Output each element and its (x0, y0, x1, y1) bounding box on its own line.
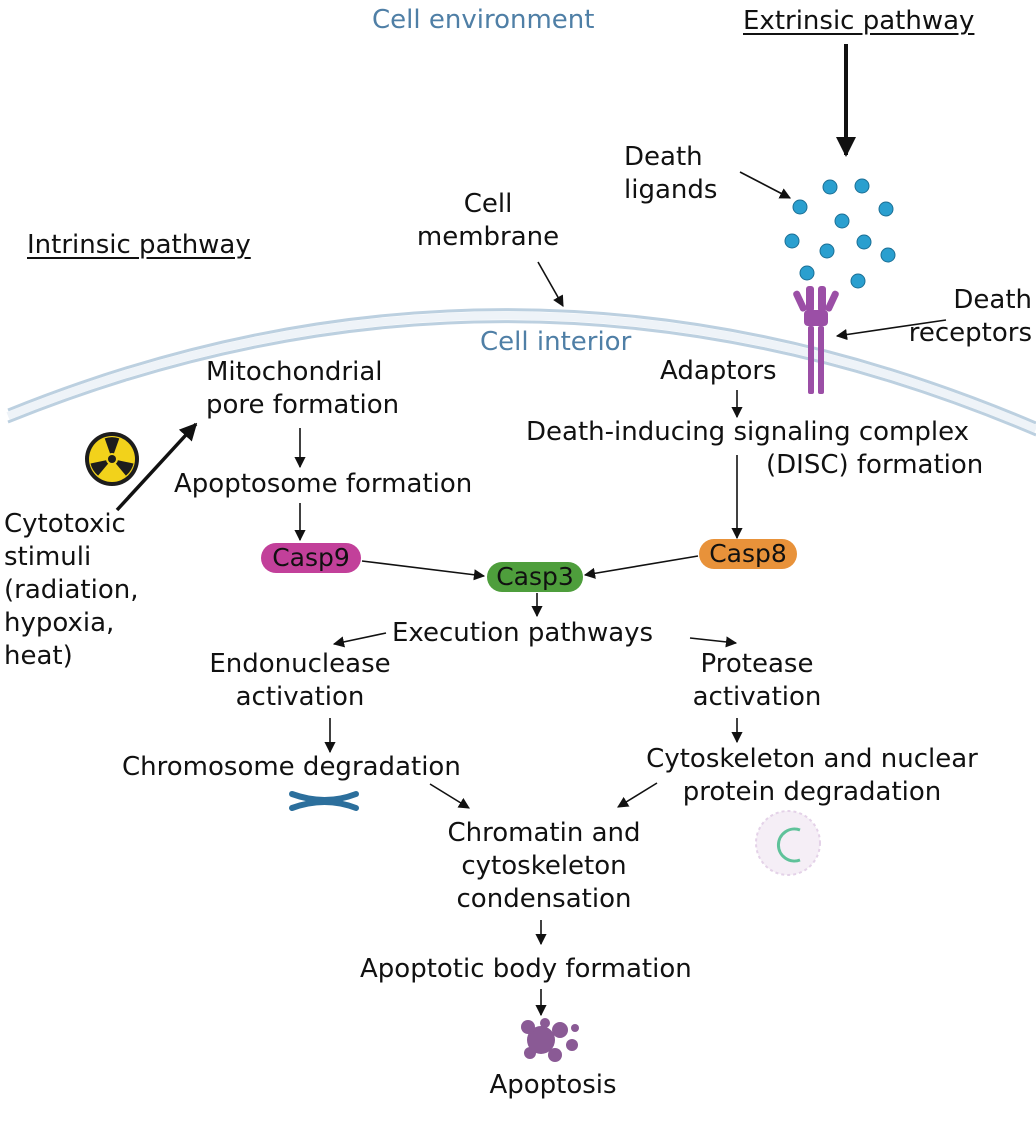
endonuclease-activation-label: Endonuclease activation (209, 649, 391, 712)
cell-membrane-label: Cell membrane (416, 189, 560, 252)
arrow-membrane (537, 261, 564, 307)
death-ligands-label: Death ligands (624, 142, 718, 205)
death-ligand-dots (784, 178, 896, 289)
connector-arrows (294, 171, 947, 1017)
arrow-casp9-casp3 (361, 560, 486, 581)
arrow-cytoskeleton-condensation (617, 782, 658, 808)
chromatin-condensation-label: Chromatin and cytoskeleton condensation (447, 818, 641, 914)
arrow-casp8-casp3 (583, 555, 699, 579)
death-receptor-icon (793, 286, 839, 394)
extrinsic-pathway-title: Extrinsic pathway (743, 6, 975, 36)
intrinsic-pathway-title: Intrinsic pathway (27, 230, 251, 260)
death-receptors-label: Death receptors (908, 285, 1032, 348)
arrow-chromosome-condensation (429, 783, 470, 809)
apoptotic-body-icon (521, 1018, 579, 1062)
apoptosome-label: Apoptosome formation (174, 469, 473, 499)
adaptors-label: Adaptors (660, 356, 777, 386)
chromosome-degradation-label: Chromosome degradation (122, 752, 461, 782)
casp3-node: Casp3 (487, 562, 583, 592)
disc-formation-label: Death-inducing signaling complex (DISC) … (526, 417, 984, 480)
apoptosis-label: Apoptosis (489, 1070, 617, 1100)
protease-activation-label: Protease activation (692, 649, 822, 712)
mitochondrial-pore-label: Mitochondrial pore formation (206, 357, 400, 420)
arrow-execution-protease (689, 636, 738, 648)
cytoskeleton-degradation-label: Cytoskeleton and nuclear protein degrada… (646, 744, 978, 807)
radiation-hazard-icon (85, 432, 139, 486)
casp8-node: Casp8 (699, 539, 797, 569)
cell-membrane (6, 308, 1036, 437)
execution-pathways-label: Execution pathways (392, 618, 654, 648)
cytotoxic-stimuli-label: Cytotoxic stimuli (radiation, hypoxia, h… (4, 509, 139, 671)
cell-interior-label: Cell interior (480, 327, 632, 357)
arrow-cytotoxic-mito (115, 422, 198, 512)
arrow-execution-endonuclease (332, 632, 387, 648)
arrow-ligands (739, 171, 791, 199)
chromosome-icon (289, 791, 359, 811)
arrow-receptors (835, 319, 947, 341)
cell-environment-label: Cell environment (372, 5, 595, 35)
apoptotic-body-label: Apoptotic body formation (360, 954, 692, 984)
casp9-node: Casp9 (261, 543, 361, 573)
degrading-cell-icon (755, 810, 821, 876)
